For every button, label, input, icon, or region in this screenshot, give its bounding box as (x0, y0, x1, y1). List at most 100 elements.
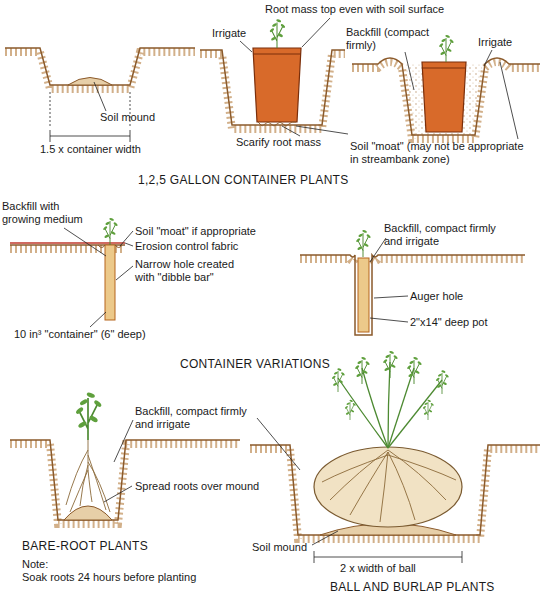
annotation-label: Soak roots 24 hours before planting (22, 571, 196, 584)
annotation-label: 2"x14" deep pot (410, 316, 488, 329)
drawing-part (330, 450, 388, 500)
drawing-part (5, 48, 195, 85)
drawing-part (50, 92, 51, 128)
drawing-part (383, 350, 399, 378)
drawing-part (322, 450, 456, 522)
leader-line (296, 126, 348, 134)
drawing-part (50, 136, 130, 137)
planting-hole (5, 48, 195, 89)
annotation-label: Irrigate (212, 27, 246, 40)
annotation-label: Backfill, compact firmly and irrigate (384, 222, 514, 248)
drawing-part (66, 450, 88, 505)
annotation-label: Auger hole (410, 290, 463, 303)
drawing-part (352, 58, 540, 135)
leader-line (240, 41, 252, 52)
annotation-label: Erosion control fabric (135, 240, 238, 253)
leader-line (500, 62, 518, 139)
annotation-label: Backfill with growing medium (2, 200, 97, 226)
drawing-part (380, 452, 388, 522)
drawing-part (68, 78, 112, 86)
drawing-part (5, 52, 195, 89)
drawing-part (253, 48, 301, 122)
planting-hole (352, 58, 540, 139)
drawing-part (422, 399, 434, 420)
leader-line (64, 228, 106, 256)
section-heading: CONTAINER VARIATIONS (180, 358, 330, 371)
section-heading: 1,2,5 GALLON CONTAINER PLANTS (138, 174, 349, 187)
leader-line (114, 420, 133, 462)
annotation-label: Narrow hole created with "dibble bar" (135, 258, 250, 284)
drawing-part (80, 465, 88, 506)
ball-burlap-hole (250, 445, 540, 539)
drawing-part (422, 68, 466, 69)
annotation-label: Scarify root mass (236, 136, 321, 149)
annotation-label: 10 in³ "container" (6" deep) (14, 328, 146, 341)
drawing-part (388, 380, 442, 448)
drawing-part (50, 130, 51, 142)
leader-line (120, 231, 133, 246)
annotation-label: Irrigate (478, 36, 512, 49)
section-heading: BARE-ROOT PLANTS (22, 540, 148, 553)
dimension-line (314, 551, 462, 563)
drawing-part (88, 470, 92, 502)
leader-line (302, 18, 330, 47)
drawing-part (103, 217, 119, 245)
annotation-label: Root mass top even with soil surface (265, 3, 444, 16)
drawing-part (300, 255, 525, 335)
drawing-part (355, 356, 371, 384)
drawing-part (314, 551, 315, 563)
leader-line (104, 486, 132, 502)
annotation-label: Spread roots over mound (135, 480, 259, 493)
leader-line (282, 126, 300, 136)
drawing-part (439, 34, 455, 62)
leader-line (312, 531, 338, 545)
drawing-part (314, 557, 462, 558)
drawing-part (88, 462, 110, 512)
drawing-part (362, 368, 388, 448)
container-pot (253, 48, 301, 126)
container-pot (422, 62, 466, 132)
annotation-label: Soil "moat" (may not be appropriate in s… (350, 140, 535, 166)
leader-line (405, 52, 414, 90)
drawing-part (358, 258, 369, 332)
drawing-part (300, 259, 525, 261)
drawing-part (352, 62, 540, 139)
drawing-part (75, 392, 102, 440)
drawing-part (422, 62, 466, 132)
annotation-label: Soil mound (100, 111, 155, 124)
auger-planting (300, 255, 525, 335)
drawing-part (338, 378, 388, 448)
leader-line (257, 418, 300, 470)
drawing-part (70, 440, 88, 512)
annotation-label: Backfill, compact firmly and irrigate (135, 405, 260, 431)
annotation-label: Backfill (compact firmly) (346, 26, 438, 52)
drawing-part (98, 245, 122, 248)
drawing-part (436, 370, 450, 394)
drawing-part (258, 122, 296, 126)
dibble-planting (10, 243, 125, 320)
drawing-part (66, 440, 110, 512)
drawing-part (462, 551, 463, 563)
leader-line (370, 318, 408, 322)
leader-line (94, 82, 106, 111)
drawing-part (130, 130, 131, 142)
drawing-part (88, 455, 106, 510)
drawing-part (332, 368, 346, 392)
drawing-part (314, 447, 462, 527)
leader-line (90, 312, 106, 327)
drawing-part (322, 455, 388, 482)
leader-line (374, 296, 408, 298)
annotation-label: 2 x width of ball (340, 562, 416, 575)
leader-line (370, 238, 386, 262)
annotation-label: Note: (22, 558, 48, 571)
drawing-part (344, 399, 356, 420)
drawing-part (356, 229, 372, 257)
drawing-part (407, 356, 423, 384)
drawing-part (269, 19, 286, 48)
annotation-label: Soil mound (252, 541, 307, 554)
drawing-part (253, 54, 301, 55)
annotation-label: 1.5 x container width (40, 143, 141, 156)
drawing-part (388, 455, 456, 480)
